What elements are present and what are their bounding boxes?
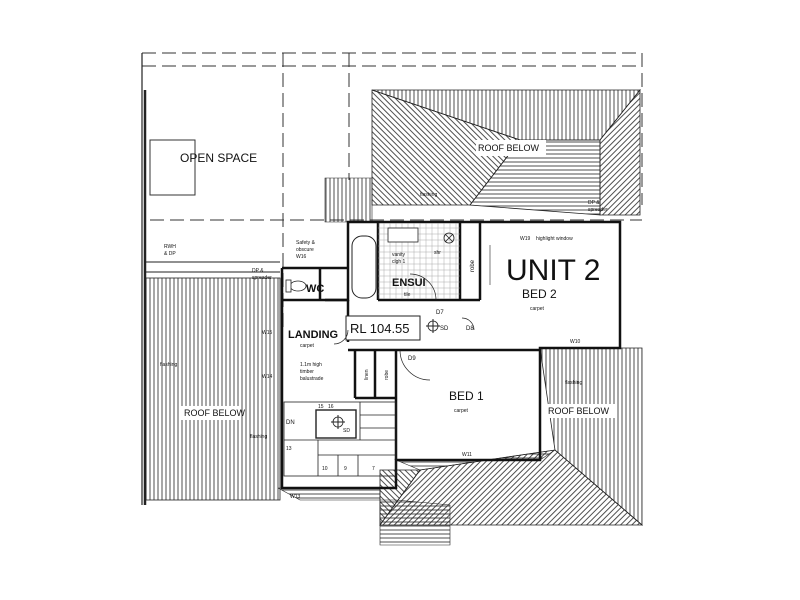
unit-title: UNIT 2	[506, 254, 600, 287]
balustrade-note-2: timber	[300, 369, 314, 375]
rl-label: RL 104.55	[350, 321, 410, 336]
sd-main-label: SD	[440, 326, 449, 332]
door-swings	[333, 273, 475, 381]
note-dp-right: DP &	[588, 200, 600, 206]
window-w13-label: W13	[290, 494, 301, 500]
landing-label: LANDING	[288, 329, 338, 341]
bed2-label: BED 2	[522, 287, 557, 301]
stair-smoke-detector-icon	[331, 415, 345, 429]
window-w10-label: W10	[570, 339, 581, 345]
open-space-label: OPEN SPACE	[180, 151, 257, 165]
roof-below-top-label: ROOF BELOW	[478, 143, 540, 153]
shower-label: shr	[434, 250, 441, 256]
rl-box	[345, 315, 421, 341]
sd-stair-label: SD	[343, 428, 350, 434]
note-flashing-4: flashing	[565, 380, 582, 386]
open-space-box	[149, 139, 196, 196]
linen-label: linen	[364, 369, 370, 380]
stair-num-13: 13	[286, 446, 292, 452]
door-d7-label: D7	[436, 310, 444, 316]
robe-bed1-label: robe	[384, 370, 390, 380]
note-dp-wc-2: spreader	[252, 275, 272, 281]
note-flashing-3: flashing	[420, 192, 437, 198]
ensuite-finish: tile	[404, 292, 411, 298]
stair-num-16: 16	[328, 404, 334, 410]
vanity-label: vanity	[392, 252, 406, 258]
note-dp-left: & DP	[164, 251, 176, 257]
note-rwh: RWH	[164, 244, 176, 250]
stair-num-7: 7	[372, 466, 375, 472]
smoke-detector-icon	[426, 319, 440, 333]
balustrade-note-3: balustrade	[300, 376, 324, 382]
window-w11-label: W11	[462, 452, 472, 458]
roof-below-right-label: ROOF BELOW	[548, 406, 610, 416]
note-safety-2: obscure	[296, 247, 314, 253]
window-w14-label: W14	[262, 374, 273, 380]
note-safety-1: Safety &	[296, 240, 316, 246]
balustrade-note-1: 1.1m high	[300, 362, 322, 368]
vanity	[387, 227, 419, 243]
bed1-finish: carpet	[454, 408, 469, 414]
door-d8-label: D8	[466, 326, 474, 332]
roof-below-left-label: ROOF BELOW	[184, 408, 246, 418]
stairs-dn-label: DN	[286, 420, 295, 426]
bath	[351, 235, 377, 299]
toilet	[289, 280, 307, 292]
robe-bed2-label: robe	[470, 259, 476, 272]
stair-num-15: 15	[318, 404, 324, 410]
roof-top: ROOF BELOW	[324, 88, 641, 223]
roof-left: ROOF BELOW	[145, 261, 281, 501]
bed1-label: BED 1	[449, 389, 484, 403]
note-safety-3: W16	[296, 254, 307, 260]
note-flashing-1: flashing	[160, 362, 177, 368]
vanity-sub-label: clgh 1	[392, 259, 406, 265]
door-d9-label: D9	[408, 356, 416, 362]
note-flashing-2: flashing	[250, 434, 267, 440]
ensuite-label: ENSUI	[392, 277, 426, 289]
window-w19-label: W19	[520, 236, 531, 242]
note-dp-wc: DP &	[252, 268, 264, 274]
wc-label: WC	[306, 283, 324, 295]
note-dp-right-2: spreader	[588, 207, 608, 213]
bed2-finish: carpet	[530, 306, 545, 312]
staircase	[283, 401, 397, 477]
window-w19-note: highlight window	[536, 236, 573, 242]
window-w15-label: W15	[262, 330, 273, 336]
stair-num-10: 10	[322, 466, 328, 472]
roof-right: ROOF BELOW	[277, 347, 644, 546]
shower-rose	[443, 232, 455, 244]
stair-num-9: 9	[344, 466, 347, 472]
landing-finish: carpet	[300, 343, 315, 349]
